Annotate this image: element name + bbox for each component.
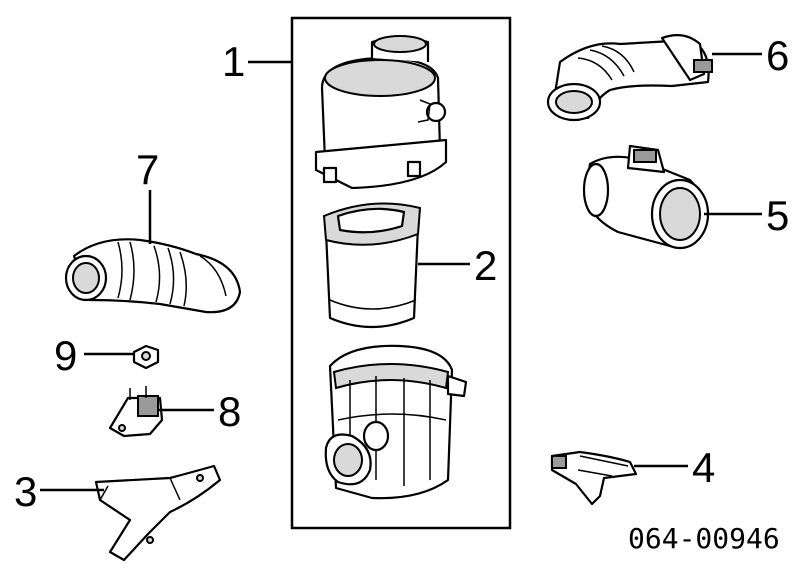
- air-cleaner-housing: [324, 344, 468, 500]
- mass-air-flow-sensor: [582, 144, 710, 250]
- assembly-box: [290, 16, 512, 530]
- callout-8: 8: [218, 388, 241, 435]
- nut: [132, 344, 160, 370]
- reference-code: 064-00946: [628, 522, 780, 555]
- callout-2: 2: [474, 242, 497, 289]
- mount: [108, 386, 164, 438]
- callout-9: 9: [54, 332, 77, 379]
- callout-1: 1: [222, 38, 245, 85]
- bracket: [94, 464, 222, 562]
- sensor-harness: [550, 450, 638, 506]
- callout-5: 5: [766, 192, 789, 239]
- callout-6: 6: [766, 32, 789, 79]
- callout-7: 7: [136, 146, 159, 193]
- callout-3: 3: [14, 468, 37, 515]
- callout-4: 4: [692, 444, 715, 491]
- inlet-duct: [64, 238, 242, 314]
- filter-element: [322, 202, 422, 329]
- outlet-duct: [546, 33, 713, 122]
- air-cleaner-cover: [314, 35, 448, 190]
